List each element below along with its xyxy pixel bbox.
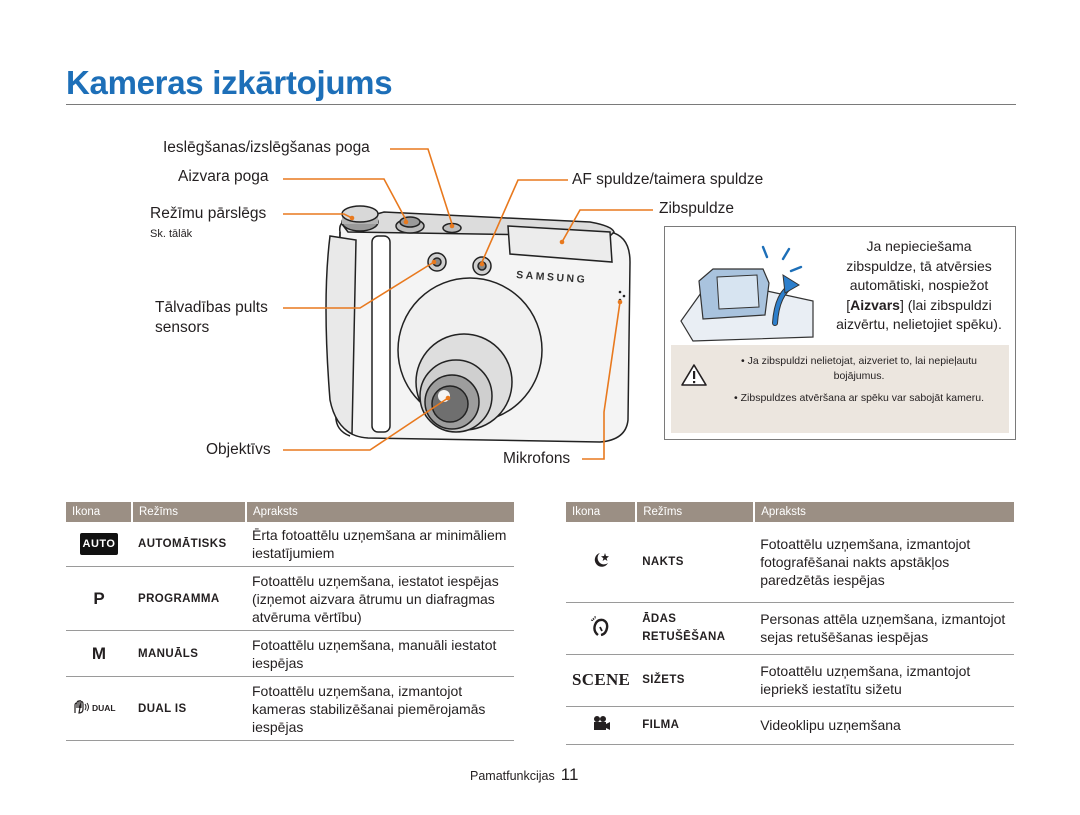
header-mode: Režīms: [132, 502, 247, 522]
flash-info-box: Ja nepieciešama zibspuldze, tā atvērsies…: [664, 226, 1016, 440]
manual-mode-icon: M: [66, 630, 132, 677]
label-mode-dial: Režīmu pārslēgs: [150, 205, 267, 222]
mode-name: ĀDAS RETUŠĒŠANA: [636, 602, 755, 655]
mode-name: SIŽETS: [636, 654, 755, 707]
flash-text-line3: automātiski, nospiežot: [849, 277, 989, 293]
auto-mode-icon: AUTO: [66, 522, 132, 567]
table-row: FILMA Videoklipu uzņemšana: [566, 706, 1014, 745]
dual-is-hand-icon: DUAL: [66, 676, 132, 741]
warning-triangle-icon: [681, 364, 707, 386]
camera-diagram: SAMSUNG: [283, 148, 653, 460]
mode-name: PROGRAMMA: [132, 566, 246, 631]
warning-item: • Ja zibspuldzi nelietojat, aizveriet to…: [741, 355, 977, 382]
mode-description: Fotoattēlu uzņemšana, izmantojot fotogra…: [754, 522, 1014, 603]
label-remote-sensor-line1: Tālvadības pults: [155, 299, 268, 316]
label-power-button: Ieslēgšanas/izslēgšanas poga: [163, 139, 370, 156]
title-divider: [66, 104, 1016, 105]
table-row: DUAL DUAL IS Fotoattēlu uzņemšana, izman…: [66, 676, 514, 741]
page-footer: Pamatfunkcijas 11: [470, 765, 578, 785]
camera-body: [325, 205, 631, 443]
label-lens: Objektīvs: [206, 441, 271, 458]
label-shutter-button: Aizvara poga: [178, 168, 269, 185]
label-mode-dial-note: Sk. tālāk: [150, 228, 193, 240]
mode-description: Videoklipu uzņemšana: [754, 706, 1014, 745]
mode-name: DUAL IS: [132, 676, 246, 741]
footer-section: Pamatfunkcijas: [470, 769, 555, 783]
label-remote-sensor-line2: sensors: [155, 319, 210, 336]
mode-name: FILMA: [636, 706, 755, 745]
flash-text-line4: [Aizvars] (lai zibspuldzi: [823, 296, 1015, 316]
header-description: Apraksts: [754, 502, 1014, 522]
mode-description: Fotoattēlu uzņemšana, manuāli iestatot i…: [246, 630, 514, 677]
modes-table-right: Ikona Režīms Apraksts NAKTS Fotoattēlu u…: [566, 502, 1014, 745]
page-title: Kameras izkārtojums: [66, 64, 393, 101]
flash-text-line1: Ja nepieciešama: [866, 238, 972, 254]
scene-mode-icon: SCENE: [566, 654, 637, 707]
flash-instructions: Ja nepieciešama zibspuldze, tā atvērsies…: [823, 237, 1015, 335]
bracket-open: [: [846, 296, 851, 313]
mode-description: Personas attēla uzņemšana, izmantojot se…: [754, 602, 1014, 655]
table-row: ĀDAS RETUŠĒŠANA Personas attēla uzņemšan…: [566, 602, 1014, 655]
flash-text-line5: aizvērtu, nelietojiet spēku).: [836, 316, 1002, 332]
brand-logo: SAMSUNG: [516, 269, 588, 286]
table-row: P PROGRAMMA Fotoattēlu uzņemšana, iestat…: [66, 566, 514, 631]
night-moon-star-icon: [566, 522, 637, 603]
page-number: 11: [560, 765, 579, 784]
mode-name: AUTOMĀTISKS: [132, 522, 246, 567]
mode-name: MANUĀLS: [132, 630, 246, 677]
warning-list: • Ja zibspuldzi nelietojat, aizveriet to…: [717, 354, 1001, 414]
beauty-face-icon: [566, 602, 637, 655]
warning-box: • Ja zibspuldzi nelietojat, aizveriet to…: [671, 345, 1009, 433]
label-af-lamp: AF spuldze/taimera spuldze: [572, 171, 764, 188]
mode-name: NAKTS: [636, 522, 755, 603]
warning-item: • Zibspuldzes atvēršana ar spēku var sab…: [734, 392, 984, 404]
flash-text-line4-rest: (lai zibspuldzi: [907, 296, 992, 313]
mode-description: Fotoattēlu uzņemšana, izmantojot kameras…: [246, 676, 514, 741]
dual-is-hand-svg: DUAL: [74, 699, 116, 714]
label-microphone: Mikrofons: [503, 450, 571, 467]
shutter-key-label: Aizvars: [850, 296, 900, 313]
flash-text-line2: zibspuldze, tā atvērsies: [846, 257, 992, 274]
label-flash: Zibspuldze: [659, 200, 734, 217]
program-mode-icon: P: [66, 566, 132, 631]
mode-description: Fotoattēlu uzņemšana, iestatot iespējas …: [246, 566, 514, 631]
leader-lines: [283, 148, 653, 460]
header-mode: Režīms: [636, 502, 756, 522]
flash-popup-illustration: [680, 245, 814, 342]
mode-description: Ērta fotoattēlu uzņemšana ar minimāliem …: [246, 522, 514, 567]
table-row: AUTO AUTOMĀTISKS Ērta fotoattēlu uzņemša…: [66, 522, 514, 567]
bracket-close: ]: [899, 296, 904, 313]
movie-camera-icon: [566, 706, 637, 745]
svg-text:DUAL: DUAL: [92, 703, 116, 713]
table-row: M MANUĀLS Fotoattēlu uzņemšana, manuāli …: [66, 630, 514, 677]
modes-table-left: Ikona Režīms Apraksts AUTO AUTOMĀTISKS Ē…: [66, 502, 514, 741]
header-icon: Ikona: [66, 502, 133, 522]
header-icon: Ikona: [566, 502, 638, 522]
header-description: Apraksts: [246, 502, 514, 522]
table-row: SCENE SIŽETS Fotoattēlu uzņemšana, izman…: [566, 654, 1014, 707]
mode-description: Fotoattēlu uzņemšana, izmantojot iepriek…: [754, 654, 1014, 707]
table-row: NAKTS Fotoattēlu uzņemšana, izmantojot f…: [566, 522, 1014, 603]
